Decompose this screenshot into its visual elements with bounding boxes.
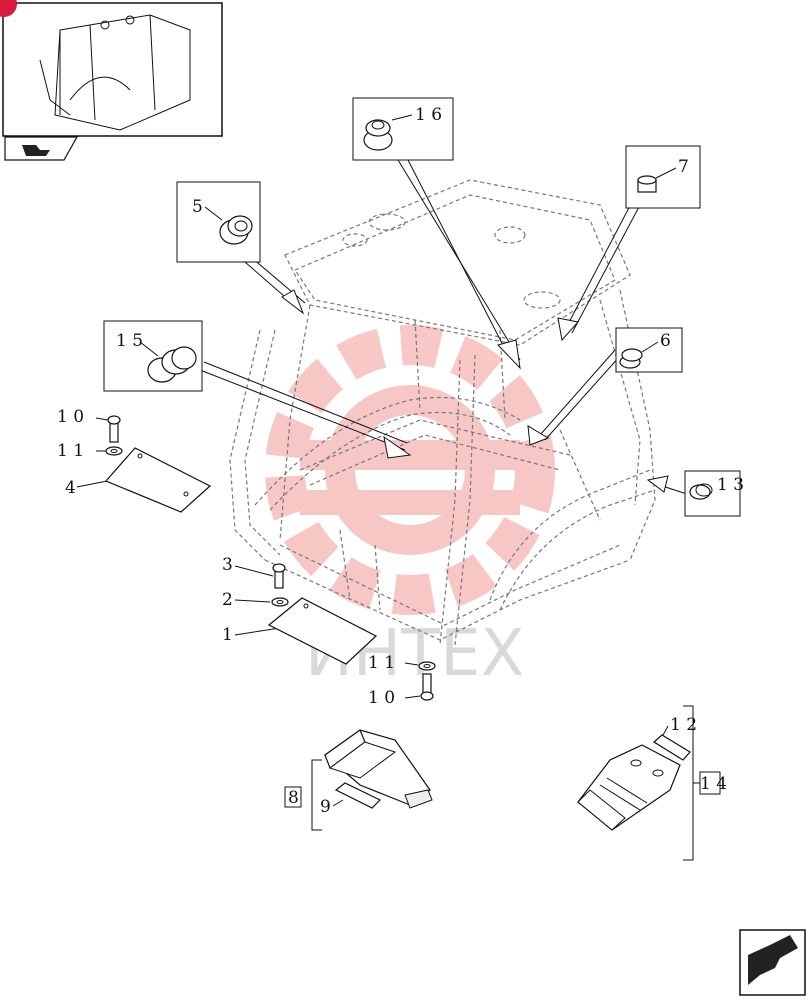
part-7-plug[interactable]	[637, 175, 657, 193]
nav-arrow-small-icon[interactable]	[4, 136, 79, 161]
watermark-gear-icon	[265, 325, 555, 615]
part-12-bracket-lines	[683, 705, 700, 861]
part-9-strip[interactable]	[334, 782, 382, 809]
callout-10-label-bottom: 1 0	[368, 688, 395, 708]
callout-7-label: 7	[678, 157, 689, 177]
pointer-arrows	[199, 159, 691, 496]
part-2-washer[interactable]	[271, 597, 289, 607]
callout-4-label: 4	[65, 478, 76, 498]
callout-12-box	[699, 771, 721, 795]
callout-2-label: 2	[222, 590, 233, 610]
callout-15-label: 1 5	[116, 331, 143, 351]
callout-9-label: 9	[320, 797, 331, 817]
part-14-strip[interactable]	[652, 734, 691, 761]
part-10-bolt-top[interactable]	[107, 415, 121, 443]
part-1-plate[interactable]	[267, 597, 378, 665]
thumbnail-cab-icon	[2, 2, 223, 137]
part-15-grommet[interactable]	[147, 346, 197, 383]
callout-10-label-top: 1 0	[57, 407, 84, 427]
part-8-bracket-bracket-lines	[311, 759, 322, 831]
part-3-bolt[interactable]	[272, 563, 286, 589]
badge-dot	[0, 0, 17, 17]
part-11-washer-top[interactable]	[105, 446, 123, 456]
callout-5-label: 5	[192, 197, 203, 217]
callout-11-label-top: 1 1	[57, 441, 84, 461]
callout-16-label: 1 6	[415, 105, 442, 125]
part-6-plug[interactable]	[619, 348, 643, 369]
cab-frame-outline	[229, 179, 656, 646]
callout-8-label: 8	[288, 788, 299, 808]
part-11-washer-bottom[interactable]	[418, 661, 436, 671]
next-page-arrow-icon[interactable]	[739, 929, 806, 996]
callout-11-label-bottom: 1 1	[368, 653, 395, 673]
callout-8-box	[284, 786, 302, 808]
callout-13-label: 1 3	[717, 475, 744, 495]
callout-6-label: 6	[660, 331, 671, 351]
callout-14-label: 1 2	[670, 715, 697, 735]
part-12-duct[interactable]	[577, 744, 681, 831]
callout-12-label: 1 4	[700, 774, 727, 794]
part-13-plug[interactable]	[689, 483, 713, 500]
callout-1-label: 1	[222, 625, 233, 645]
part-5-plug[interactable]	[219, 215, 253, 245]
callout-3-label: 3	[222, 555, 233, 575]
part-4-plate[interactable]	[104, 447, 212, 513]
part-10-bolt-bottom[interactable]	[420, 673, 434, 701]
part-16-plug[interactable]	[363, 119, 393, 151]
part-8-duct[interactable]	[324, 729, 433, 809]
